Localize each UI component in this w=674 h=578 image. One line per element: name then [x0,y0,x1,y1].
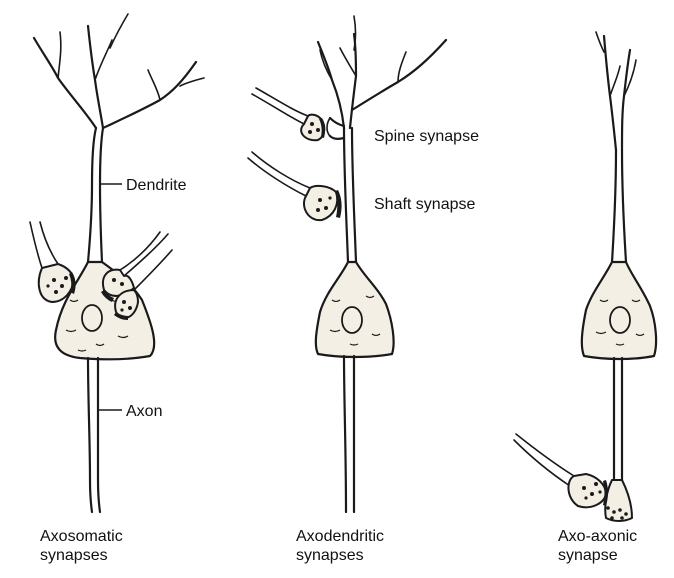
shaft-synapse-label: Shaft synapse [374,196,476,213]
caption-axodendritic-line1: Axodendritic [296,528,384,545]
caption-axosomatic-line1: Axosomatic [40,528,123,545]
axosomatic-terminal-right [101,231,173,320]
dendrite-label: Dendrite [126,177,187,194]
shaft-synapse [247,151,342,222]
neuron-axosomatic: Dendrite Axon [29,13,205,514]
neuron-axoaxonic [513,31,658,522]
neuron-axodendritic: Spine synapse Shaft synapse [247,15,479,514]
nucleus [81,304,103,332]
synaptic-vesicles [606,506,628,520]
caption-axosomatic-line2: synapses [40,547,108,564]
nucleus [341,306,363,334]
caption-axodendritic-line2: synapses [296,547,364,564]
axosomatic-terminal-left [29,221,76,303]
axoaxonic-terminal [513,433,608,509]
spine-synapse-label: Spine synapse [374,128,479,145]
nucleus [609,306,631,334]
dendrite-tree [32,13,205,187]
caption-axoaxonic-line2: synapse [558,547,618,564]
dendrite-tree [316,15,448,130]
caption-axoaxonic-line1: Axo-axonic [558,528,637,545]
dendrite-tree [595,31,637,152]
axon-label: Axon [126,403,162,420]
spine-synapse [251,87,346,142]
